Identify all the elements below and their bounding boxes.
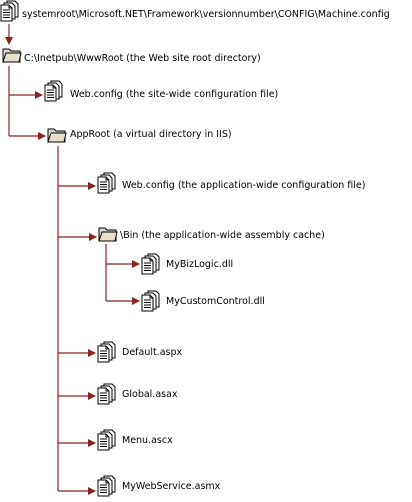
- file-icon: [97, 383, 117, 405]
- node-label: \Bin (the application-wide assembly cach…: [120, 230, 325, 241]
- file-icon: [141, 253, 161, 275]
- node-label: C:\Inetpub\WwwRoot (the Web site root di…: [24, 53, 261, 64]
- file-icon: [97, 475, 117, 497]
- folder-icon: [98, 225, 118, 243]
- file-icon: [97, 429, 117, 451]
- node-label: MyBizLogic.dll: [166, 259, 234, 270]
- file-icon: [141, 290, 161, 312]
- node-label: Default.aspx: [122, 347, 183, 358]
- node-label: Web.config (the site-wide configuration …: [70, 89, 279, 100]
- node-label: Menu.ascx: [122, 435, 173, 446]
- node-label: Web.config (the application-wide configu…: [122, 180, 366, 191]
- file-icon: [44, 80, 64, 102]
- node-label: MyWebService.asmx: [122, 481, 221, 492]
- folder-icon: [47, 126, 67, 144]
- file-icon: [97, 341, 117, 363]
- folder-icon: [2, 46, 22, 64]
- node-label: MyCustomControl.dll: [166, 296, 265, 307]
- node-label: systemroot\Microsoft.NET\Framework\versi…: [22, 9, 390, 20]
- node-label: Global.asax: [122, 389, 178, 400]
- file-icon: [97, 172, 117, 194]
- node-label: AppRoot (a virtual directory in IIS): [70, 129, 232, 140]
- file-icon: [0, 0, 20, 22]
